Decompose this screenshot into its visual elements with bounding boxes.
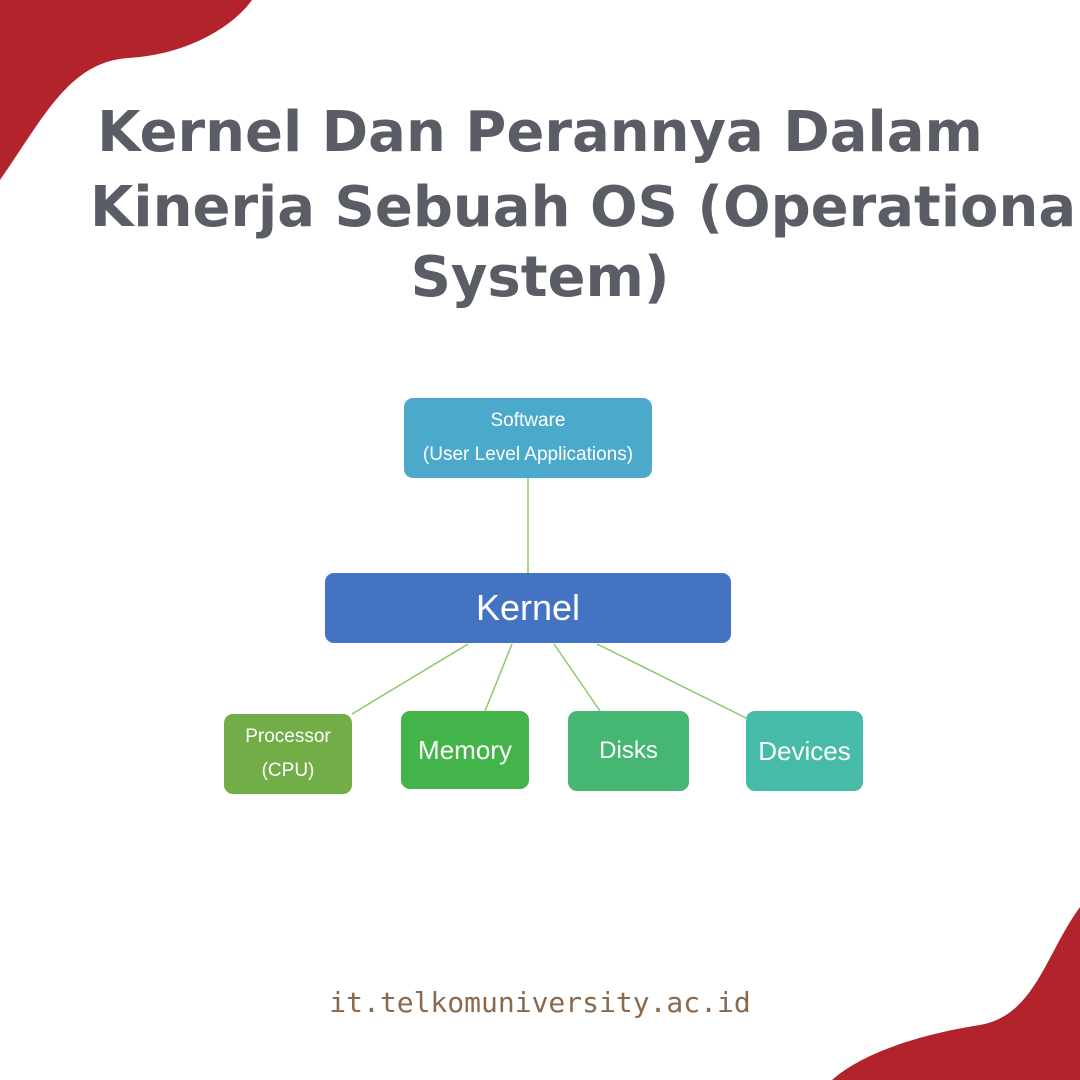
page-title-line-2: Kinerja Sebuah OS (Operational <box>90 175 1080 240</box>
disks-node-label: Disks <box>599 737 658 764</box>
software-node: Software (User Level Applications) <box>404 398 652 478</box>
devices-node-label: Devices <box>758 735 851 766</box>
connector-kernel-processor <box>351 643 469 715</box>
processor-node-label: Processor <box>245 726 331 747</box>
page-title-line-1: Kernel Dan Perannya Dalam <box>97 100 983 165</box>
disks-node: Disks <box>568 711 689 791</box>
software-node-sublabel: (User Level Applications) <box>422 444 634 465</box>
memory-node-label: Memory <box>418 734 512 765</box>
bottom-right-corner-blob <box>832 907 1080 1080</box>
footer-website-url: it.telkomuniversity.ac.id <box>329 986 751 1019</box>
processor-node-sublabel: (CPU) <box>261 760 315 781</box>
connector-kernel-disks <box>553 643 601 712</box>
processor-node: Processor (CPU) <box>224 714 352 794</box>
page-title-line-3: System) <box>410 245 670 310</box>
kernel-node-label: Kernel <box>475 587 581 628</box>
connector-kernel-memory <box>484 643 513 712</box>
connector-kernel-devices <box>596 643 747 719</box>
top-left-corner-blob <box>0 0 252 180</box>
kernel-node: Kernel <box>325 573 731 643</box>
devices-node: Devices <box>746 711 863 791</box>
software-node-label: Software <box>490 410 566 431</box>
memory-node: Memory <box>401 711 529 789</box>
